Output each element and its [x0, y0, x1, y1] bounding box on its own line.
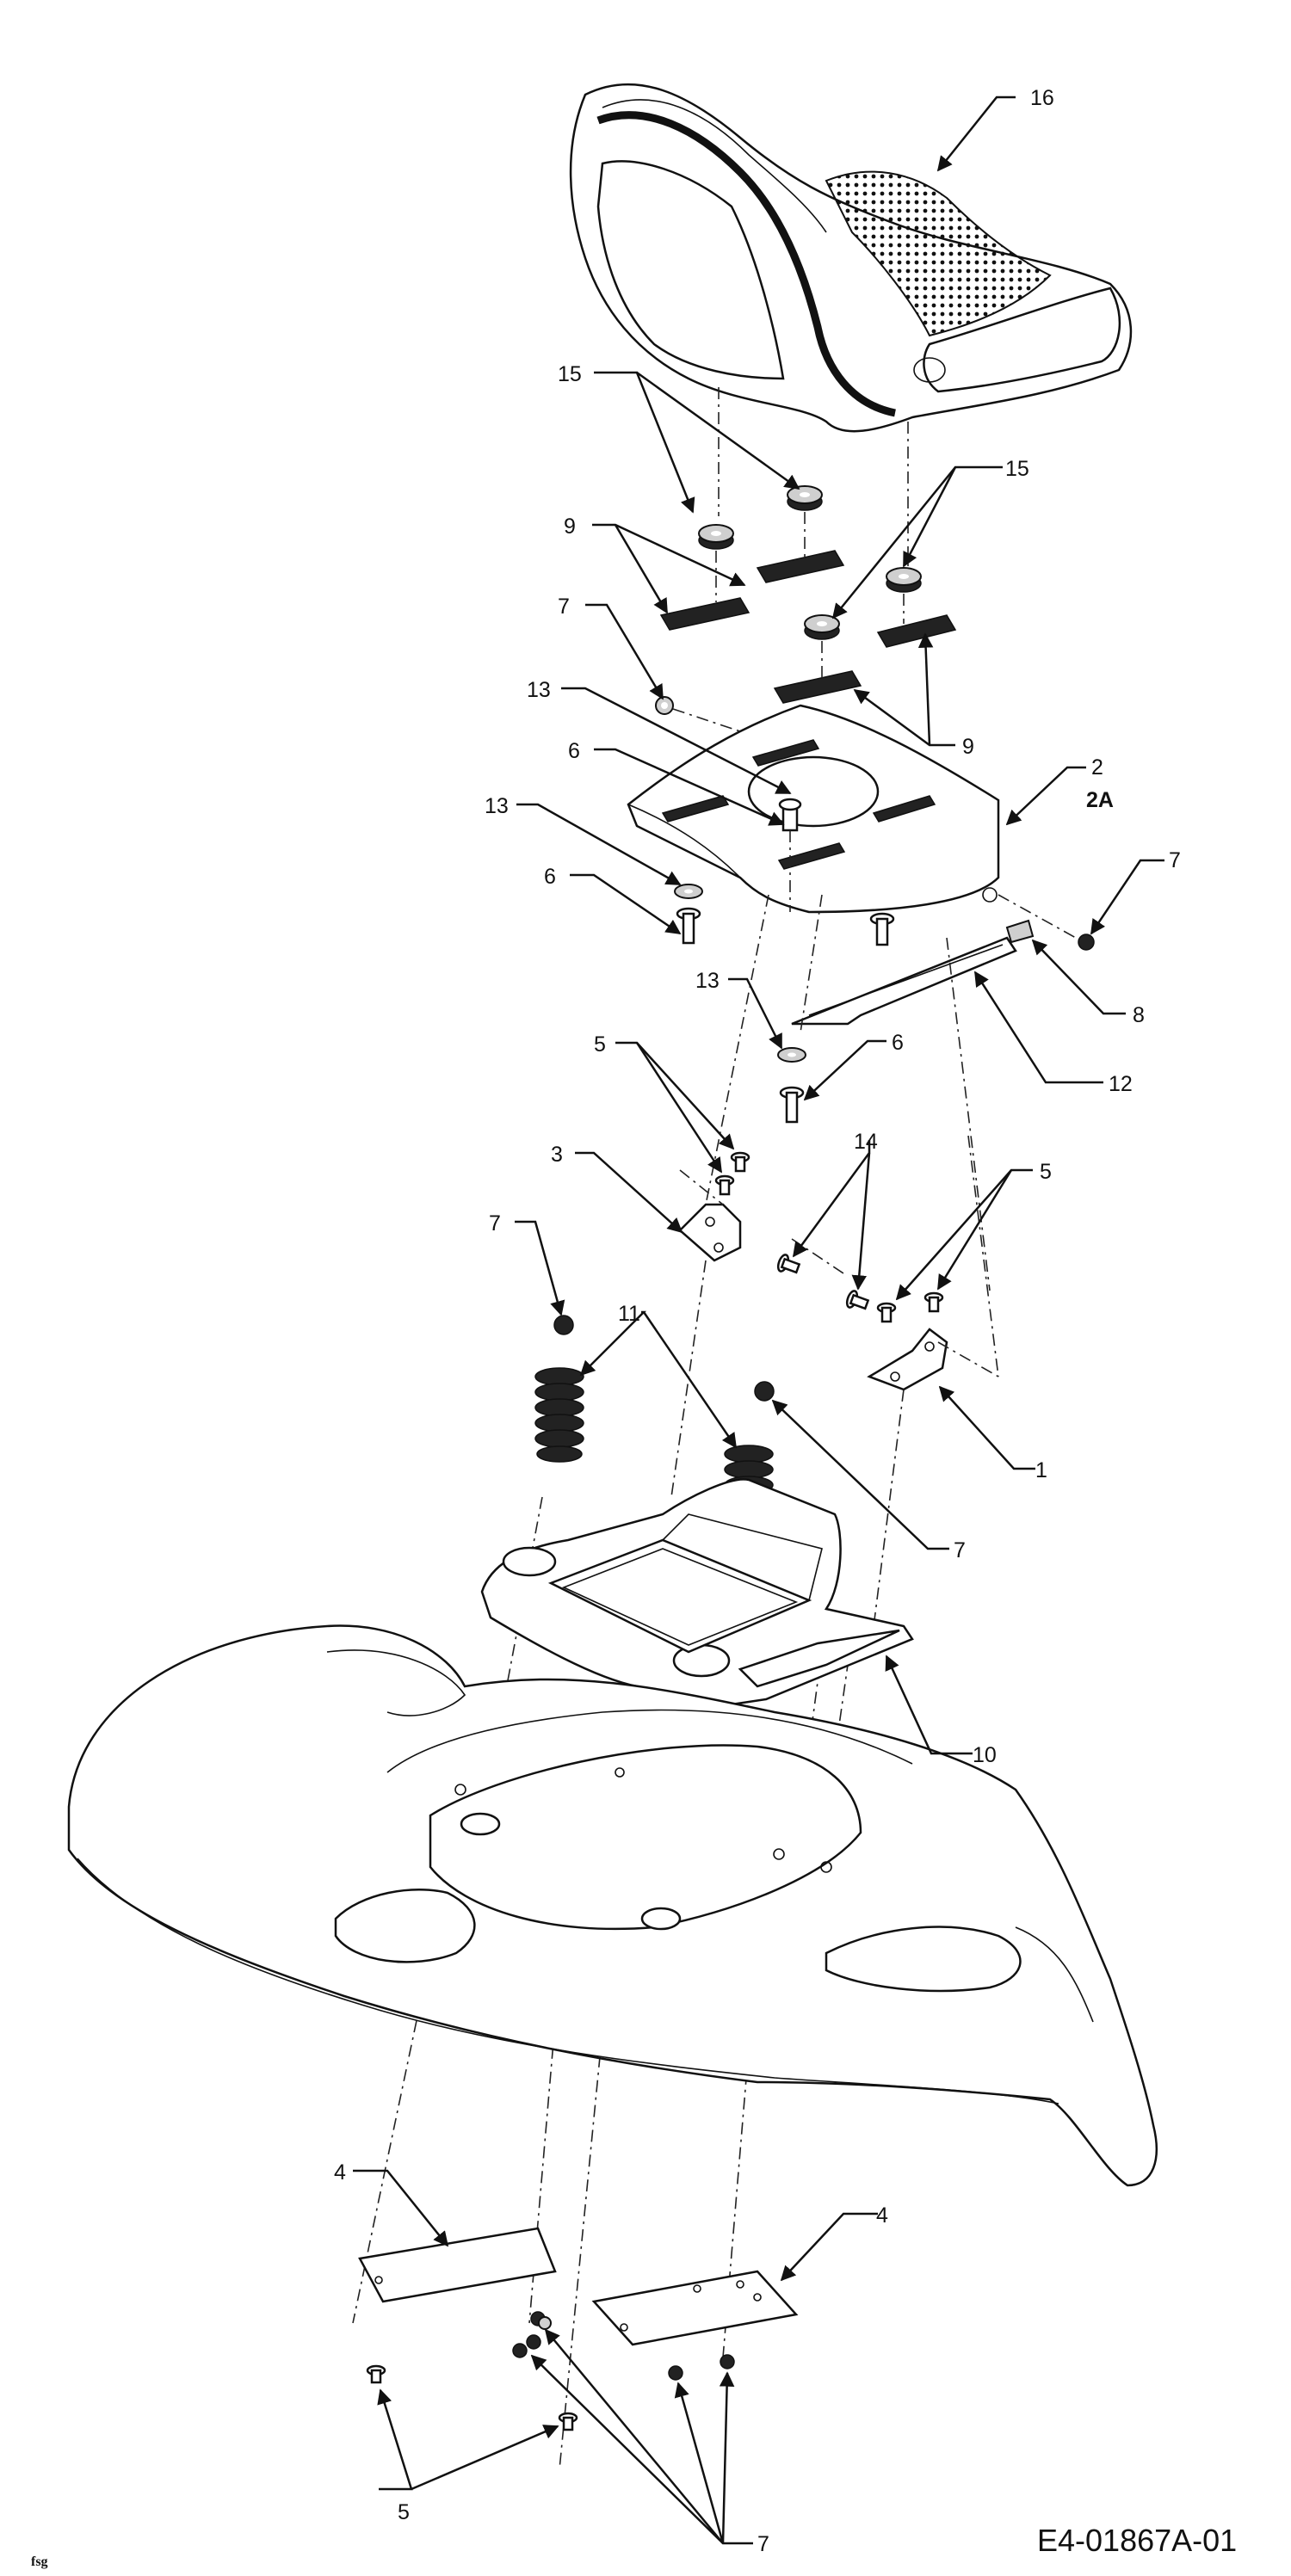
callout-labels: 16 15 15 9 9 7 13 6 2 2A 7 13 6 8 13 6 1… [334, 86, 1181, 2556]
spacer-dash-lines [715, 512, 905, 680]
bolt-center [779, 1086, 805, 1124]
drawing-number: E4-01867A-01 [1037, 2523, 1237, 2558]
callout-12: 12 [1109, 1072, 1133, 1096]
mounting-strips [659, 550, 957, 704]
bottom-hardware [366, 2311, 735, 2431]
hinge-bracket-right [867, 1328, 948, 1391]
console-tray [480, 1478, 914, 1714]
callout-13-top: 13 [527, 678, 551, 702]
seat-cushion [569, 83, 1133, 568]
callout-16: 16 [1030, 86, 1054, 110]
bolt-right-under-pan [869, 912, 895, 946]
mounting-plate-left [358, 2227, 557, 2303]
slide-bracket [791, 936, 1017, 1026]
clip [1005, 919, 1035, 944]
washer-left [674, 884, 703, 899]
spring-left [534, 1367, 584, 1463]
callout-3: 3 [551, 1143, 563, 1167]
washer-center [777, 1047, 806, 1063]
callout-5-left: 5 [594, 1032, 606, 1057]
nut-spring-left [553, 1315, 574, 1335]
footer-mark: fsg [31, 2554, 48, 2569]
screws [714, 1151, 944, 1323]
callout-13-left: 13 [485, 794, 509, 818]
callout-9-right: 9 [962, 735, 974, 759]
callout-6-left: 6 [544, 865, 556, 889]
nut-upper-left [655, 696, 674, 715]
rubber-spacers [698, 485, 922, 640]
callout-5-right: 5 [1040, 1160, 1052, 1184]
callout-13-center: 13 [695, 969, 720, 993]
callout-14: 14 [854, 1130, 878, 1154]
callout-6-center: 6 [892, 1031, 904, 1055]
callout-15-left: 15 [558, 362, 582, 386]
callout-7-left: 7 [489, 1211, 501, 1236]
bolt-left [676, 907, 701, 945]
callout-2a: 2A [1086, 788, 1114, 812]
nut-spring-right [754, 1381, 775, 1402]
fender-body [67, 1624, 1158, 2187]
callout-15-right: 15 [1005, 457, 1029, 481]
mounting-plate-right [591, 2270, 799, 2346]
callout-2: 2 [1091, 755, 1103, 780]
callout-7-top: 7 [558, 595, 570, 619]
callout-8: 8 [1133, 1003, 1145, 1027]
callout-4-left: 4 [334, 2160, 346, 2185]
callout-4-right: 4 [876, 2203, 888, 2228]
callout-6-top: 6 [568, 739, 580, 763]
callout-7-right: 7 [1169, 848, 1181, 872]
seat-pan [627, 704, 1000, 914]
callout-10: 10 [973, 1743, 997, 1767]
callout-11: 11 [618, 1302, 640, 1326]
callout-9-left: 9 [564, 515, 576, 539]
nut-right [1078, 934, 1095, 951]
callout-5-bottom: 5 [398, 2500, 410, 2524]
hinge-bracket-left [678, 1203, 742, 1262]
leader-lines [353, 96, 1164, 2545]
callout-1: 1 [1035, 1458, 1047, 1482]
callout-7-middle: 7 [954, 1538, 966, 1562]
callout-7-bottom: 7 [757, 2532, 769, 2556]
